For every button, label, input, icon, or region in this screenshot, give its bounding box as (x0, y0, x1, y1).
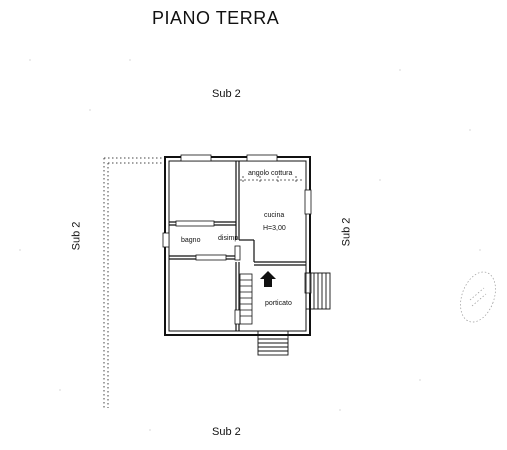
doors (175, 220, 241, 325)
external-steps-right (305, 272, 331, 310)
room-label-angolo-cottura: angolo cottura (248, 170, 293, 177)
paper-specks (19, 59, 481, 431)
room-label-cucina: cucina (264, 212, 285, 219)
windows (162, 154, 312, 294)
entrance-arrow-icon (260, 271, 276, 287)
property-boundary (103, 157, 165, 408)
neighbor-label-bottom: Sub 2 (212, 426, 241, 438)
neighbor-label-top: Sub 2 (212, 88, 241, 100)
room-label-porticato: porticato (265, 300, 292, 307)
internal-stairs (239, 273, 253, 325)
room-height-label: H=3,00 (263, 225, 286, 232)
room-label-bagno: bagno (181, 237, 201, 244)
faint-stamp (460, 271, 496, 323)
kitchen-counter (240, 176, 304, 184)
external-steps-bottom (257, 330, 289, 356)
plan-title: PIANO TERRA (152, 8, 280, 28)
room-label-disimpegno: disimp. (218, 235, 241, 242)
